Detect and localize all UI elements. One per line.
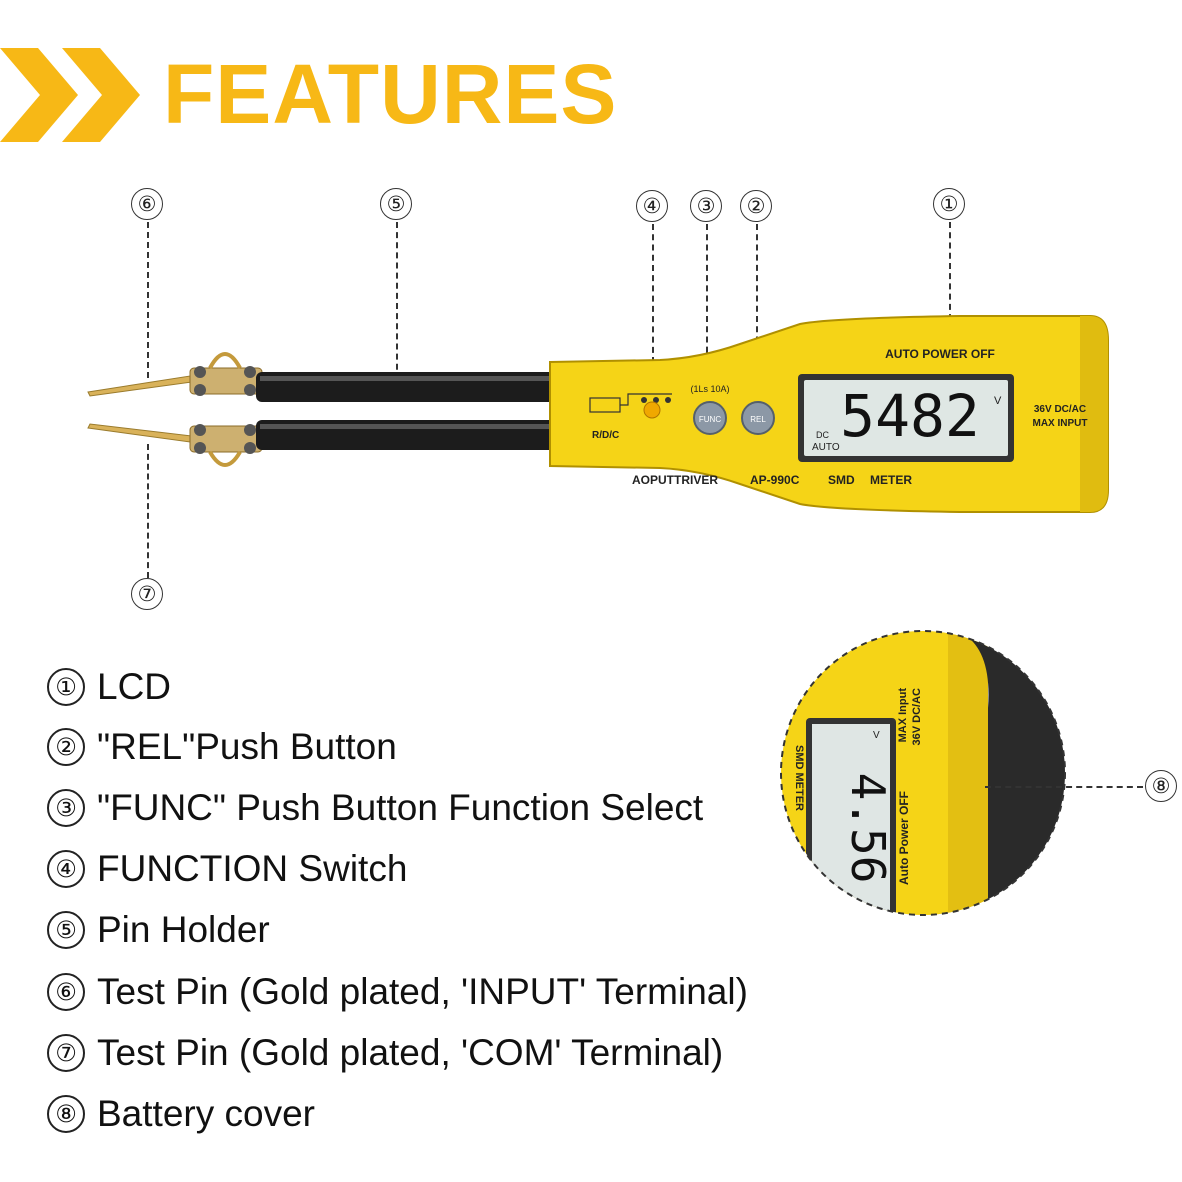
feature-item-func: ③ "FUNC" Push Button Function Select <box>47 783 703 833</box>
feature-text: "FUNC" Push Button Function Select <box>97 787 704 828</box>
feature-text: Test Pin (Gold plated, 'INPUT' Terminal) <box>97 971 748 1012</box>
feature-number: ④ <box>47 850 85 888</box>
feature-item-battery-cover: ⑧ Battery cover <box>47 1089 315 1139</box>
battery-cover-zoom: 4.56 V MAX Input 36V DC/AC Auto Power OF… <box>780 630 1066 916</box>
leader-line-6 <box>147 222 149 378</box>
page-title: FEATURES <box>163 47 618 141</box>
zoom-dc: DC <box>793 852 805 868</box>
callout-5: ⑤ <box>380 188 412 220</box>
auto-power-off-label: AUTO POWER OFF <box>885 347 995 361</box>
callout-8: ⑧ <box>1145 770 1177 802</box>
svg-text:REL: REL <box>750 415 766 424</box>
feature-text: Pin Holder <box>97 909 270 950</box>
feature-text: "REL"Push Button <box>97 726 397 767</box>
callout-3: ③ <box>690 190 722 222</box>
feature-text: LCD <box>97 666 172 707</box>
feature-text: FUNCTION Switch <box>97 848 408 889</box>
smd-meter-device: AUTO POWER OFF 5482 V AUTO DC 36V DC/AC … <box>87 315 1109 513</box>
feature-item-rel: ② "REL"Push Button <box>47 722 397 772</box>
leader-line-2 <box>756 224 758 414</box>
feature-number: ⑦ <box>47 1034 85 1072</box>
feature-item-pin-holder: ⑤ Pin Holder <box>47 905 270 955</box>
header-chevron-icon <box>0 48 140 142</box>
lcd-reading: 5482 <box>840 382 980 450</box>
range-label: (1Ls 10A) <box>690 384 729 394</box>
leader-line-3 <box>706 224 708 414</box>
callout-1: ① <box>933 188 965 220</box>
max-input-line1: MAX INPUT <box>1033 418 1088 429</box>
feature-number: ⑤ <box>47 911 85 949</box>
feature-number: ⑥ <box>47 973 85 1011</box>
callout-4: ④ <box>636 190 668 222</box>
test-pin-input <box>87 352 263 397</box>
max-input-line2: 36V DC/AC <box>1034 404 1086 415</box>
feature-number: ③ <box>47 789 85 827</box>
leader-line-5 <box>396 222 398 390</box>
feature-item-input-pin: ⑥ Test Pin (Gold plated, 'INPUT' Termina… <box>47 967 748 1017</box>
feature-number: ⑧ <box>47 1095 85 1133</box>
feature-item-com-pin: ⑦ Test Pin (Gold plated, 'COM' Terminal) <box>47 1028 723 1078</box>
callout-2: ② <box>740 190 772 222</box>
lcd-screen <box>804 380 1008 456</box>
leader-line-1 <box>949 222 951 402</box>
lcd-unit: V <box>994 395 1002 407</box>
feature-number: ② <box>47 728 85 766</box>
zoom-lcd-unit: V <box>873 730 880 741</box>
feature-item-lcd: ① LCD <box>47 662 171 712</box>
func-button: FUNC <box>693 401 727 435</box>
feature-text: Battery cover <box>97 1093 315 1134</box>
model-label: AP-990C <box>750 473 800 487</box>
feature-text: Test Pin (Gold plated, 'COM' Terminal) <box>97 1032 724 1073</box>
test-pin-com <box>87 423 263 467</box>
zoom-smd-meter: SMD METER <box>793 745 805 811</box>
zoom-max-input-line2: 36V DC/AC <box>911 688 923 746</box>
callout-6: ⑥ <box>131 188 163 220</box>
zoom-lcd-reading: 4.56 <box>841 773 895 884</box>
lcd-auto: AUTO <box>812 442 840 453</box>
rel-button: REL <box>741 401 775 435</box>
zoom-auto-power-off: Auto Power OFF <box>897 791 911 885</box>
leader-line-8 <box>985 786 1143 788</box>
callout-7: ⑦ <box>131 578 163 610</box>
feature-number: ① <box>47 668 85 706</box>
feature-item-function-switch: ④ FUNCTION Switch <box>47 844 407 894</box>
lcd-dc: DC <box>816 430 829 440</box>
svg-text:R/D/C: R/D/C <box>592 430 619 441</box>
zoom-max-input-line1: MAX Input <box>897 688 909 743</box>
type-label: SMD <box>828 473 855 487</box>
leader-line-4 <box>652 224 654 404</box>
function-switch: R/D/C <box>589 393 672 441</box>
meter-label: METER <box>870 473 912 487</box>
leader-line-7 <box>147 444 149 578</box>
brand-label: AOPUTTRIVER <box>632 473 718 487</box>
svg-text:FUNC: FUNC <box>699 415 721 424</box>
